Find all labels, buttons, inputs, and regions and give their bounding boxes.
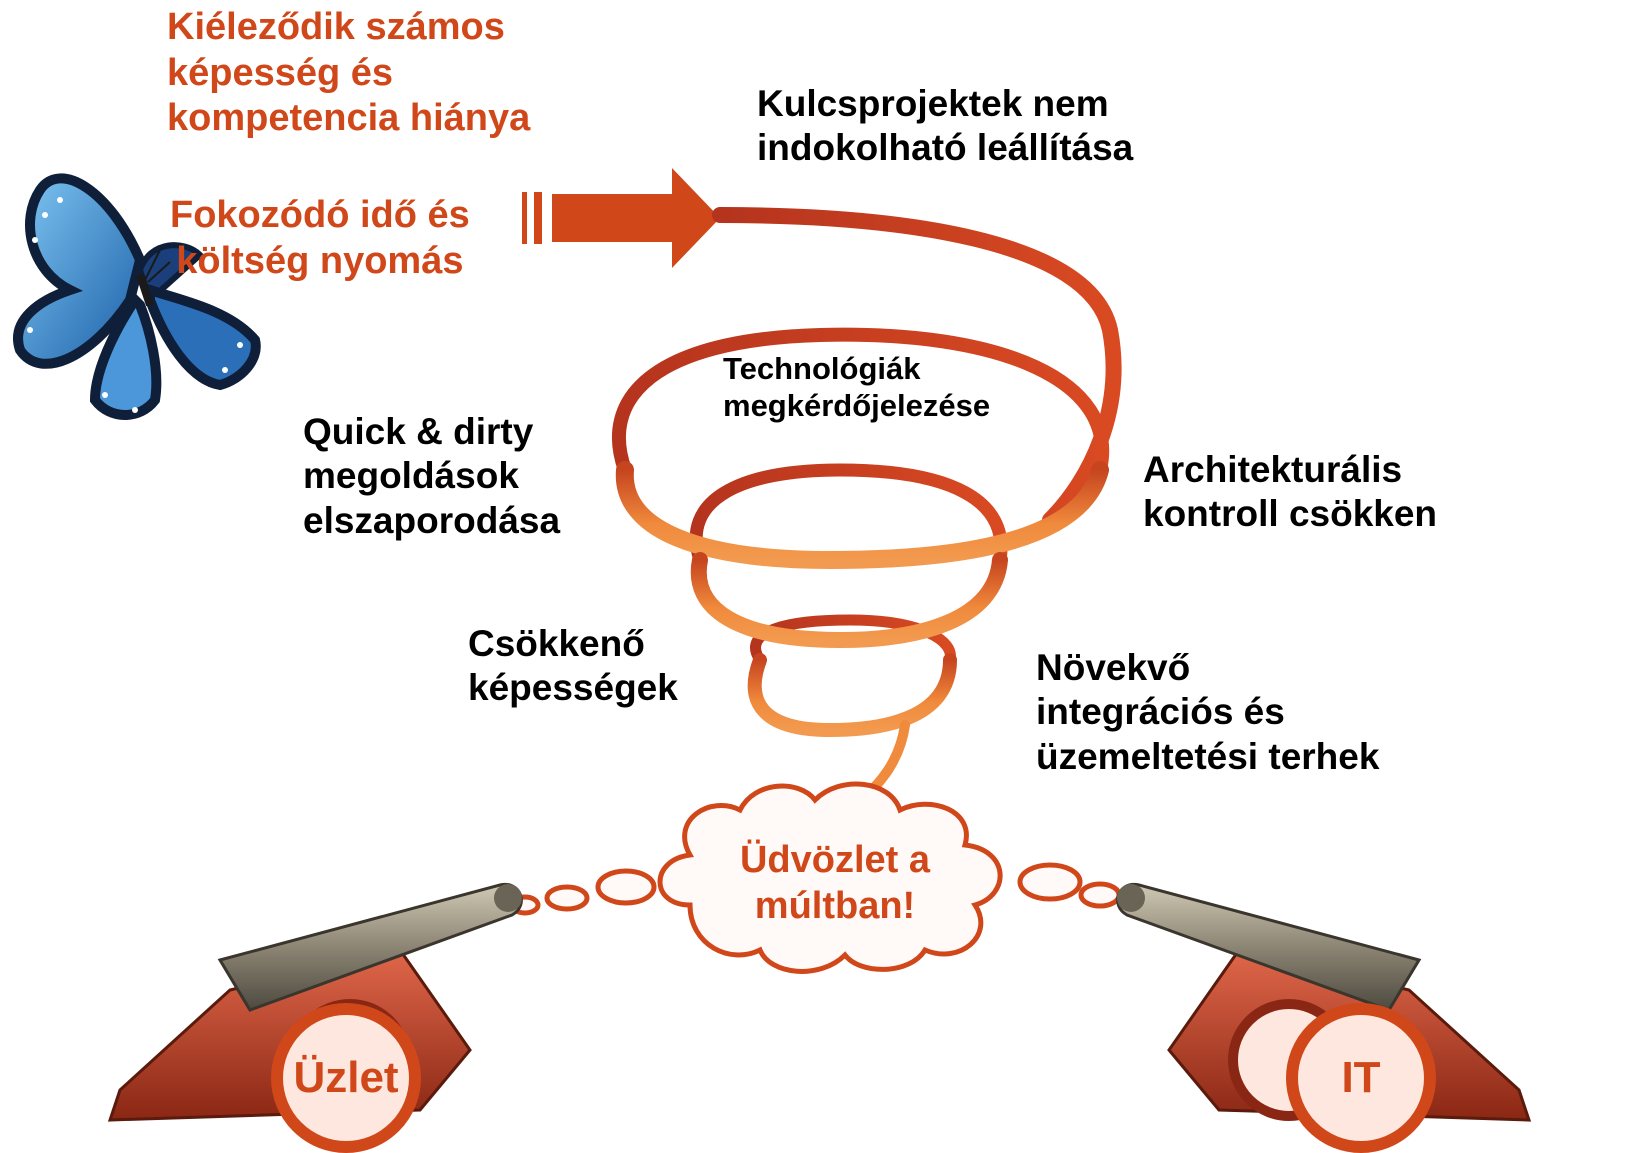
badge-it: IT — [1286, 1003, 1436, 1153]
arrow-right-icon — [522, 168, 720, 268]
butterfly-icon — [13, 173, 261, 420]
label-csokkeno: Csökkenő képességek — [468, 623, 678, 709]
label-kielezodik: Kiéleződik számos képesség és kompetenci… — [167, 6, 531, 140]
label-technologiak: Technológiák megkérdőjelezése — [723, 351, 991, 424]
label-quick-dirty: Quick & dirty megoldások elszaporodása — [303, 411, 561, 541]
label-novekvo: Növekvő integrációs és üzemeltetési terh… — [1036, 647, 1380, 777]
cloud-text: Üdvözlet a múltban! — [739, 839, 931, 927]
badge-uzlet: Üzlet — [271, 1003, 421, 1153]
label-kulcsprojektek: Kulcsprojektek nem indokolható leállítás… — [757, 83, 1134, 169]
spiral-ribbon — [611, 207, 1122, 805]
label-architekturalis: Architekturális kontroll csökken — [1143, 449, 1438, 535]
label-fokozodo: Fokozódó idő és költség nyomás — [170, 194, 470, 282]
